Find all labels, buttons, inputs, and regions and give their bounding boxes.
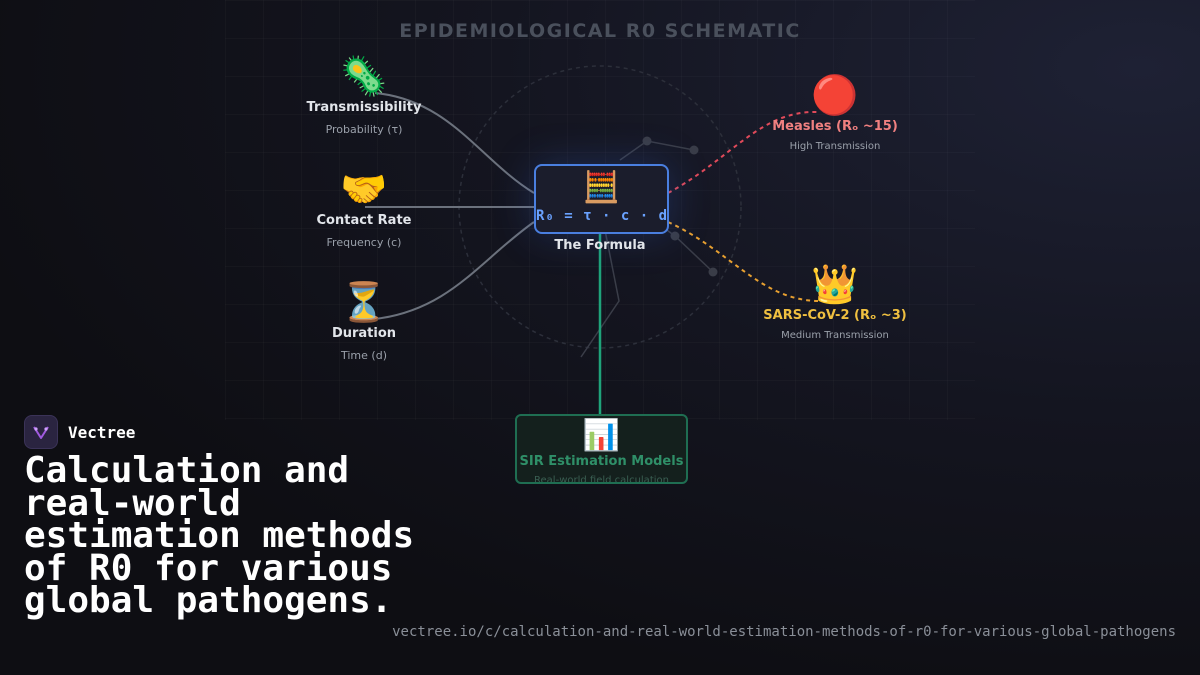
page-headline: Calculation and real-world estimation me… — [24, 450, 415, 621]
node-label: Duration — [331, 326, 397, 341]
bar-chart-icon: 📊 — [582, 419, 621, 452]
node-label: SARS-CoV-2 (Rₒ ~3) — [763, 308, 907, 323]
wire-sars — [667, 221, 819, 302]
page-url[interactable]: vectree.io/c/calculation-and-real-world-… — [392, 624, 1176, 640]
sir-label: SIR Estimation Models — [519, 454, 684, 469]
diagram-title: EPIDEMIOLOGICAL R0 SCHEMATIC — [399, 20, 801, 42]
node-label: Measles (Rₒ ~15) — [772, 119, 898, 134]
node-sublabel: Medium Transmission — [781, 330, 889, 341]
brand-name: Vectree — [68, 422, 136, 442]
formula-label: The Formula — [554, 238, 646, 253]
node-sars-cov-2: 👑 SARS-CoV-2 (Rₒ ~3) Medium Transmission — [745, 262, 925, 341]
formula-equation: R₀ = τ · c · d — [536, 208, 669, 224]
node-contact-rate: 🤝 Contact Rate Frequency (c) — [274, 167, 454, 249]
abacus-icon: 🧮 — [582, 171, 621, 204]
wire-transmissibility — [374, 92, 535, 194]
handshake-icon: 🤝 — [340, 167, 388, 211]
crown-icon: 👑 — [811, 262, 859, 306]
formula-box: 🧮 R₀ = τ · c · d — [534, 164, 669, 234]
node-duration: ⏳ Duration Time (d) — [274, 280, 454, 362]
wire-measles — [667, 110, 819, 194]
node-measles: 🔴 Measles (Rₒ ~15) High Transmission — [745, 73, 925, 152]
node-sublabel: Time (d) — [341, 349, 387, 362]
microbe-icon: 🦠 — [340, 54, 388, 98]
red-circle-icon: 🔴 — [811, 73, 859, 117]
node-label: Contact Rate — [316, 213, 412, 228]
node-label: Transmissibility — [306, 100, 422, 115]
wire-duration — [374, 221, 535, 320]
node-transmissibility: 🦠 Transmissibility Probability (τ) — [274, 54, 454, 136]
vectree-logo-icon — [24, 415, 58, 449]
sir-sublabel: Real-world field calculation — [534, 475, 669, 484]
node-sublabel: High Transmission — [789, 141, 881, 152]
node-sublabel: Probability (τ) — [325, 123, 403, 136]
node-sublabel: Frequency (c) — [326, 236, 402, 249]
brand: Vectree — [24, 415, 135, 449]
hourglass-icon: ⏳ — [340, 280, 388, 324]
sir-models-box: 📊 SIR Estimation Models Real-world field… — [515, 414, 688, 484]
